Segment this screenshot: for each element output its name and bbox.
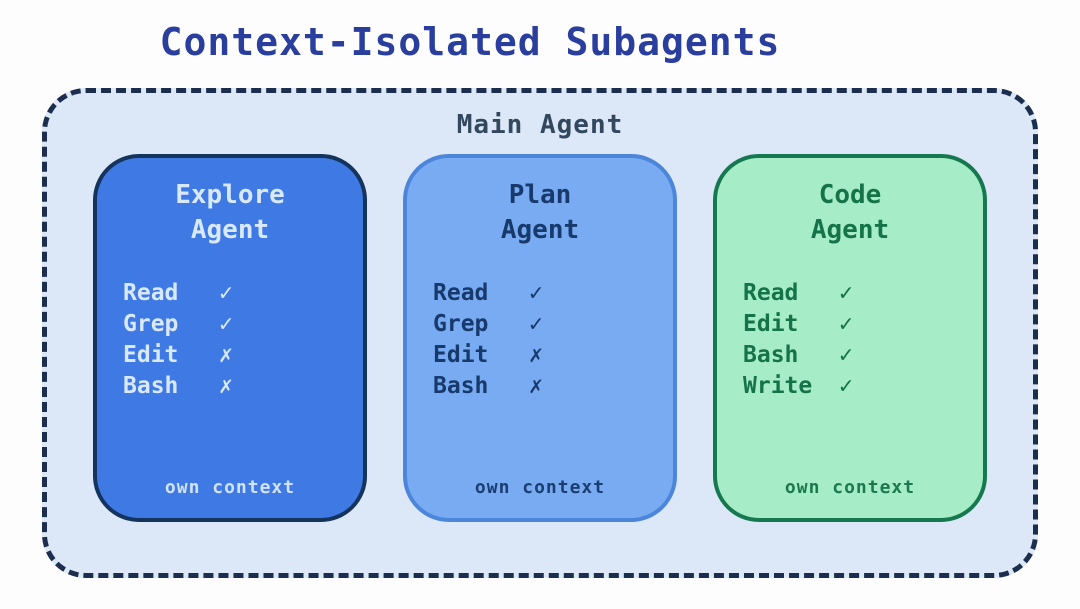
tool-mark: ✓ <box>839 280 853 306</box>
tool-name: Bash <box>433 373 489 399</box>
own-context-label: own context <box>784 477 916 498</box>
own-context-label: own context <box>164 477 296 498</box>
tool-list: Read ✓ Grep ✓ Edit ✗ Bash ✗ <box>407 278 673 402</box>
agent-card-explore: Explore Agent Read ✓ Grep ✓ Edit ✗ Bash <box>93 154 367 522</box>
tool-mark: ✓ <box>839 373 853 399</box>
page-title: Context-Isolated Subagents <box>159 20 781 64</box>
tool-row: Edit ✗ <box>433 340 673 371</box>
tool-row: Read ✓ <box>743 278 983 309</box>
agent-card-title: Code Agent <box>717 178 983 248</box>
main-agent-label: Main Agent <box>456 110 624 140</box>
tool-name: Read <box>123 280 179 306</box>
agent-name-line2: Agent <box>190 215 270 245</box>
tool-mark: ✓ <box>219 311 233 337</box>
tool-mark: ✓ <box>839 342 853 368</box>
tool-mark: ✓ <box>839 311 853 337</box>
tool-name: Read <box>433 280 489 306</box>
agent-name-line1: Code <box>818 180 882 210</box>
tool-name: Grep <box>433 311 489 337</box>
tool-row: Grep ✓ <box>433 309 673 340</box>
agent-name-line1: Explore <box>175 180 285 210</box>
tool-name: Bash <box>743 342 799 368</box>
tool-row: Bash ✓ <box>743 340 983 371</box>
agent-card-plan: Plan Agent Read ✓ Grep ✓ Edit ✗ Bash <box>403 154 677 522</box>
tool-mark: ✗ <box>529 342 543 368</box>
main-agent-container: Main Agent Explore Agent Read ✓ Grep ✓ E… <box>42 88 1038 578</box>
subagent-cards-row: Explore Agent Read ✓ Grep ✓ Edit ✗ Bash <box>47 154 1033 522</box>
own-context-label: own context <box>474 477 606 498</box>
tool-name: Write <box>743 373 813 399</box>
tool-row: Write ✓ <box>743 371 983 402</box>
agent-name-line2: Agent <box>500 215 580 245</box>
tool-mark: ✗ <box>529 373 543 399</box>
agent-card-code: Code Agent Read ✓ Edit ✓ Bash ✓ Write <box>713 154 987 522</box>
tool-mark: ✓ <box>529 280 543 306</box>
tool-row: Read ✓ <box>123 278 363 309</box>
tool-name: Edit <box>743 311 799 337</box>
tool-mark: ✗ <box>219 342 233 368</box>
tool-row: Read ✓ <box>433 278 673 309</box>
tool-row: Bash ✗ <box>433 371 673 402</box>
tool-list: Read ✓ Edit ✓ Bash ✓ Write ✓ <box>717 278 983 402</box>
agent-card-title: Plan Agent <box>407 178 673 248</box>
tool-list: Read ✓ Grep ✓ Edit ✗ Bash ✗ <box>97 278 363 402</box>
agent-card-title: Explore Agent <box>97 178 363 248</box>
tool-name: Bash <box>123 373 179 399</box>
tool-name: Edit <box>433 342 489 368</box>
tool-row: Grep ✓ <box>123 309 363 340</box>
tool-name: Read <box>743 280 799 306</box>
tool-mark: ✗ <box>219 373 233 399</box>
agent-name-line1: Plan <box>508 180 572 210</box>
tool-mark: ✓ <box>219 280 233 306</box>
tool-name: Edit <box>123 342 179 368</box>
tool-row: Bash ✗ <box>123 371 363 402</box>
tool-name: Grep <box>123 311 179 337</box>
tool-row: Edit ✓ <box>743 309 983 340</box>
tool-mark: ✓ <box>529 311 543 337</box>
agent-name-line2: Agent <box>810 215 890 245</box>
tool-row: Edit ✗ <box>123 340 363 371</box>
